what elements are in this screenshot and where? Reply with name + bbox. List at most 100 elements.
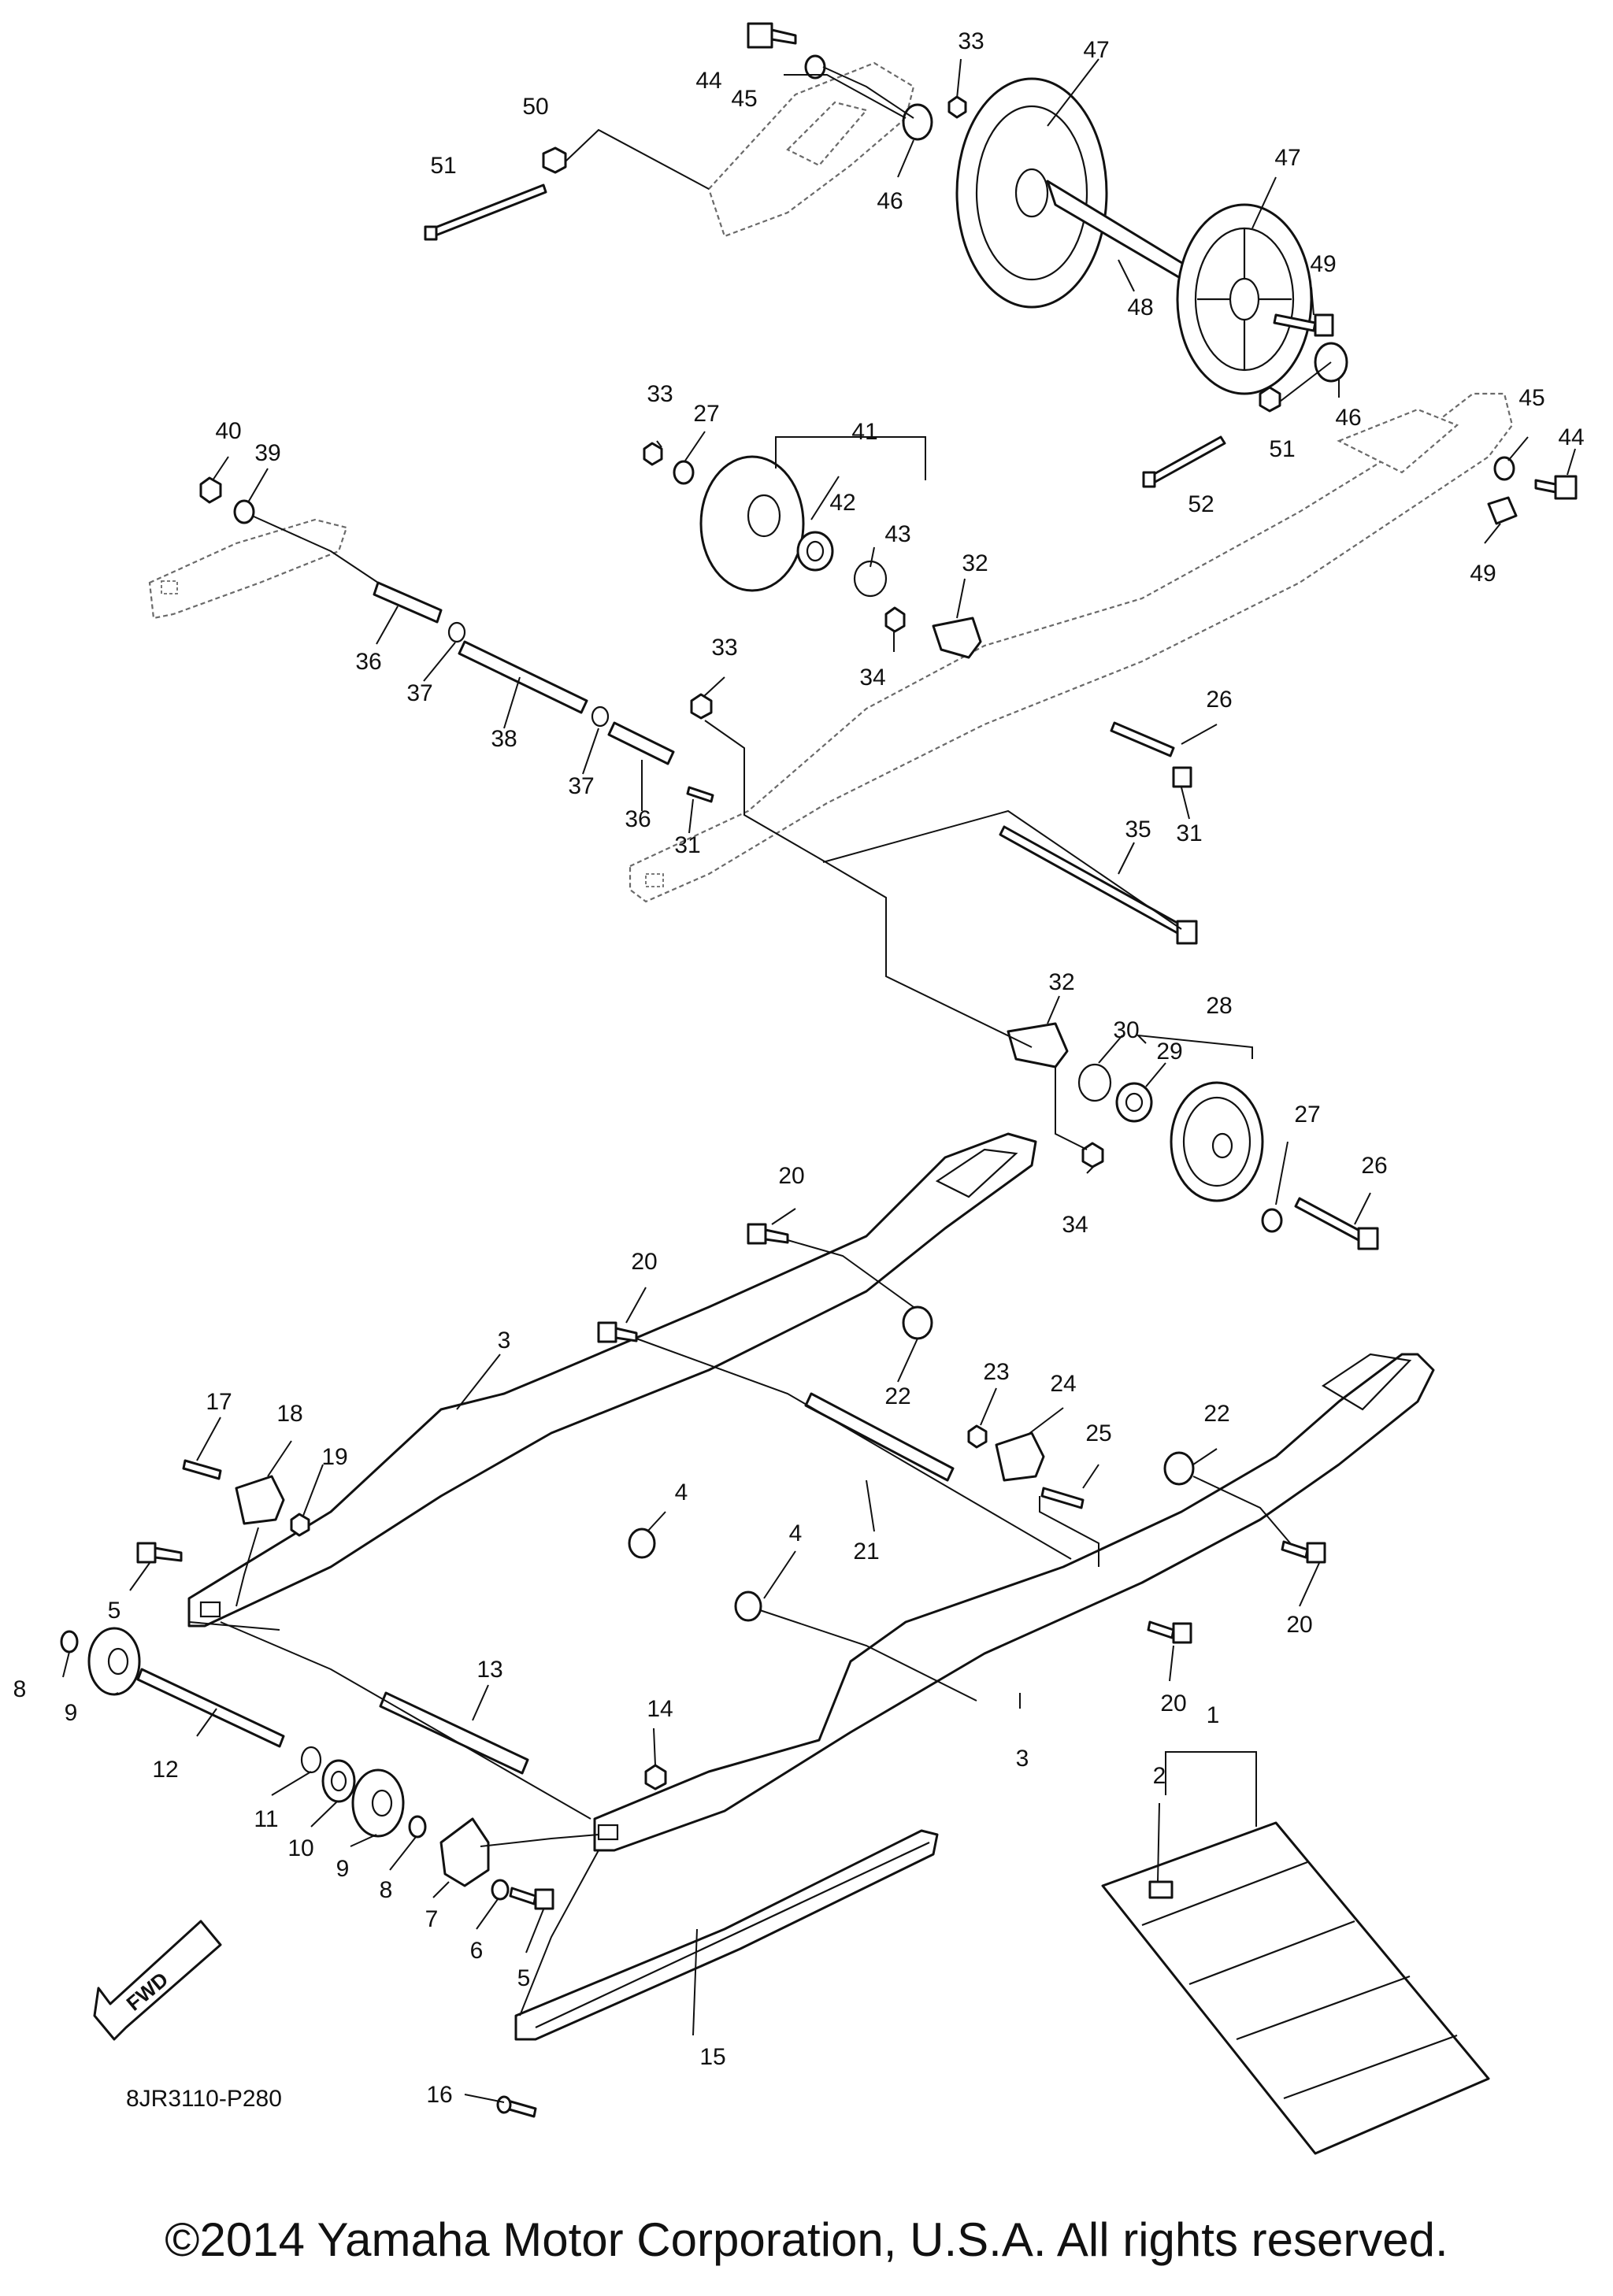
nut-51-top <box>542 146 567 174</box>
callout-6: 6 <box>470 1938 484 1964</box>
bolt-20-a <box>747 1223 789 1245</box>
callout-44-top: 44 <box>695 68 721 94</box>
callout-14: 14 <box>647 1696 673 1722</box>
callout-40: 40 <box>215 418 241 444</box>
callout-36-left: 36 <box>355 649 381 675</box>
callout-38: 38 <box>491 726 517 752</box>
track-1 <box>1101 1821 1490 2155</box>
shaft-38 <box>458 640 588 714</box>
washer-27-mid <box>673 460 695 485</box>
circlip-43 <box>853 560 888 598</box>
slide-rail-3-right <box>593 1353 1435 1852</box>
callout-3-right: 3 <box>1016 1746 1029 1772</box>
callout-29: 29 <box>1156 1039 1182 1065</box>
callout-45-right: 45 <box>1518 385 1544 411</box>
bolt-17 <box>182 1459 222 1480</box>
callout-30: 30 <box>1113 1017 1139 1043</box>
nut-23 <box>967 1424 988 1449</box>
washer-4-right <box>734 1591 762 1622</box>
washer-39 <box>233 499 255 524</box>
callout-33-top: 33 <box>958 28 984 54</box>
bolt-44-top <box>747 22 797 49</box>
callout-41: 41 <box>851 419 877 445</box>
bolt-31-right <box>1172 766 1192 788</box>
callout-27-lower: 27 <box>1294 1102 1320 1128</box>
bearing-retainer-46-top <box>902 103 933 141</box>
callout-23: 23 <box>983 1359 1009 1385</box>
callout-9-right: 9 <box>336 1856 350 1882</box>
o-ring-37-right <box>591 705 610 728</box>
callout-48: 48 <box>1127 294 1153 320</box>
washer-6 <box>491 1879 510 1901</box>
callout-21: 21 <box>853 1539 879 1565</box>
washer-4-left <box>628 1528 656 1559</box>
callout-4-left: 4 <box>675 1479 688 1505</box>
callout-10: 10 <box>287 1835 313 1861</box>
callout-16: 16 <box>426 2082 452 2108</box>
idler-arm-32-top <box>932 617 982 659</box>
callout-43: 43 <box>884 521 910 547</box>
bolt-20-d <box>1147 1620 1192 1644</box>
nut-34-bottom <box>1081 1142 1104 1168</box>
callout-20-c: 20 <box>1286 1612 1312 1638</box>
washer-27-lower <box>1261 1208 1283 1233</box>
callout-45-top: 45 <box>731 86 757 112</box>
callout-33-mid: 33 <box>647 381 673 407</box>
rear-idler-wheel-outer <box>955 77 1108 309</box>
spacer-22-a <box>902 1305 933 1340</box>
callout-11: 11 <box>254 1806 278 1832</box>
callout-12: 12 <box>152 1757 178 1783</box>
callout-8-left: 8 <box>13 1676 27 1702</box>
bearing-42 <box>796 531 834 572</box>
callout-8-right: 8 <box>380 1877 393 1903</box>
callout-42: 42 <box>829 490 855 516</box>
bolt-5-bottom <box>509 1887 554 1910</box>
axle-12 <box>136 1668 285 1748</box>
cap-8-right <box>408 1815 427 1839</box>
callout-5-bottom: 5 <box>517 1965 531 1991</box>
callout-46-right: 46 <box>1335 405 1361 431</box>
callout-32-bottom: 32 <box>1048 969 1074 995</box>
nut-33-top <box>947 95 967 119</box>
callout-36-right: 36 <box>625 806 651 832</box>
callout-52-top: 51 <box>430 153 456 179</box>
callout-25: 25 <box>1085 1420 1111 1446</box>
callout-26-top: 26 <box>1206 687 1232 713</box>
nut-14 <box>644 1764 667 1791</box>
nut-19 <box>290 1513 310 1537</box>
screw-16 <box>496 2095 537 2118</box>
callout-37-right: 37 <box>568 773 594 799</box>
nut-33-mid <box>643 442 663 466</box>
spacer-22-b <box>1163 1451 1195 1486</box>
callout-34-bottom: 34 <box>1062 1212 1088 1238</box>
callout-22-b: 22 <box>1203 1401 1229 1427</box>
idler-wheel-28 <box>1170 1081 1264 1202</box>
long-bolt-35 <box>999 825 1198 945</box>
axle-bolt-49 <box>1273 313 1334 337</box>
bolt-26-top <box>1110 721 1175 757</box>
leader-lines <box>62 58 1576 2103</box>
bolt-20-b <box>597 1321 638 1343</box>
callout-4-right: 4 <box>789 1520 803 1546</box>
o-ring-37-left <box>447 621 466 643</box>
callout-9-left: 9 <box>65 1700 78 1726</box>
callout-47-top: 47 <box>1083 37 1109 63</box>
cap-8-left <box>60 1630 79 1653</box>
wheel-9-left <box>87 1627 141 1696</box>
copyright-text: ©2014 Yamaha Motor Corporation, U.S.A. A… <box>165 2213 1448 2266</box>
callout-31-right: 31 <box>1176 820 1202 846</box>
callout-31-left: 31 <box>674 832 700 858</box>
callout-28: 28 <box>1206 993 1232 1019</box>
slide-rail-3-left <box>187 1132 1037 1628</box>
nut-34-top <box>884 606 906 633</box>
callout-52-right: 52 <box>1188 491 1214 517</box>
spacer-36-right <box>607 721 675 765</box>
track-clip-2 <box>1148 1880 1174 1899</box>
callout-32-top: 32 <box>962 550 988 576</box>
bearing-10 <box>321 1759 356 1803</box>
nut-33-lower <box>690 693 713 720</box>
callout-49: 49 <box>1310 251 1336 277</box>
callout-47-right: 47 <box>1274 145 1300 171</box>
o-ring-30 <box>1077 1063 1112 1102</box>
callout-labels: 44 45 33 47 50 51 46 47 49 48 33 27 41 4… <box>13 28 1585 2108</box>
